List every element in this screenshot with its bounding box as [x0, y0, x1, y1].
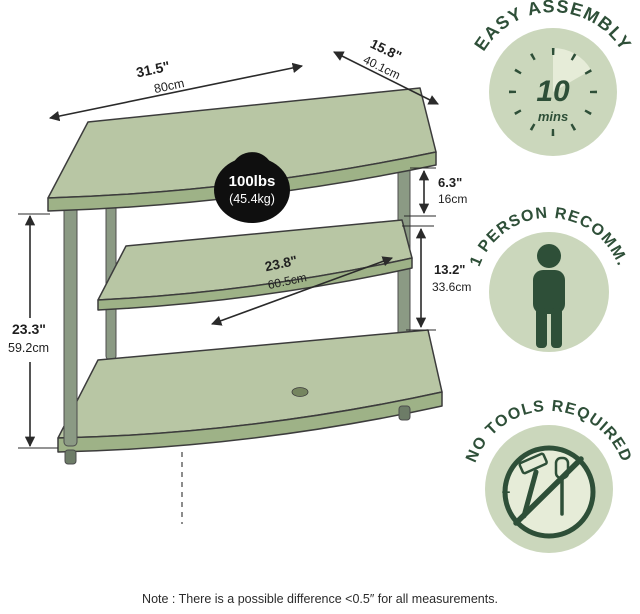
- width-inch-label: 31.5": [135, 58, 171, 81]
- clock-wedge-icon: [553, 48, 592, 92]
- height-cm-label: 59.2cm: [8, 341, 49, 355]
- depth-dimension-arrow: [333, 51, 439, 105]
- no-tools-badge: + NO TOOLS REQUIRED: [463, 398, 634, 553]
- upper-gap-cm-label: 16cm: [438, 192, 467, 206]
- left-foot: [64, 449, 77, 465]
- tv-stand-illustration: 100lbs (45.4kg): [47, 87, 443, 465]
- easy-assembly-badge: 10 mins EASY ASSEMBLY: [470, 0, 634, 156]
- width-cm-label: 80cm: [153, 76, 186, 96]
- weight-capacity-lbs: 100lbs: [229, 173, 276, 190]
- assembly-minutes-unit: mins: [538, 109, 568, 124]
- assembly-minutes-value: 10: [536, 75, 570, 108]
- middle-shelf-inch-label: 23.8": [264, 253, 299, 274]
- person-icon: [533, 244, 565, 348]
- upper-gap-inch-label: 6.3": [438, 175, 462, 190]
- no-tools-icon: +: [502, 445, 596, 539]
- clock-ticks-icon: [509, 48, 597, 136]
- middle-shelf-edge: [97, 257, 413, 311]
- width-dimension-arrow: [48, 62, 304, 122]
- top-shelf-edge: [47, 151, 437, 212]
- lower-gap-cm-label: 33.6cm: [432, 280, 471, 294]
- measurement-note: Note : There is a possible difference <0…: [142, 592, 498, 606]
- front-left-post: [63, 205, 78, 447]
- lower-gap-inch-label: 13.2": [434, 262, 465, 277]
- weight-capacity-kg: (45.4kg): [229, 192, 275, 206]
- bottom-shelf-edge: [57, 391, 443, 453]
- plus-sign: +: [502, 484, 511, 501]
- cable-hole: [291, 387, 309, 397]
- one-person-badge: 1 PERSON RECOMM.: [467, 205, 630, 352]
- height-inch-label: 23.3": [12, 321, 46, 337]
- prohibition-slash-icon: [513, 456, 584, 526]
- hammer-icon: [518, 452, 548, 519]
- right-foot: [398, 405, 411, 421]
- weight-capacity-badge: 100lbs (45.4kg): [214, 152, 290, 223]
- middle-shelf-dimension-arrow: [211, 256, 393, 326]
- kettlebell-body-icon: [214, 157, 290, 223]
